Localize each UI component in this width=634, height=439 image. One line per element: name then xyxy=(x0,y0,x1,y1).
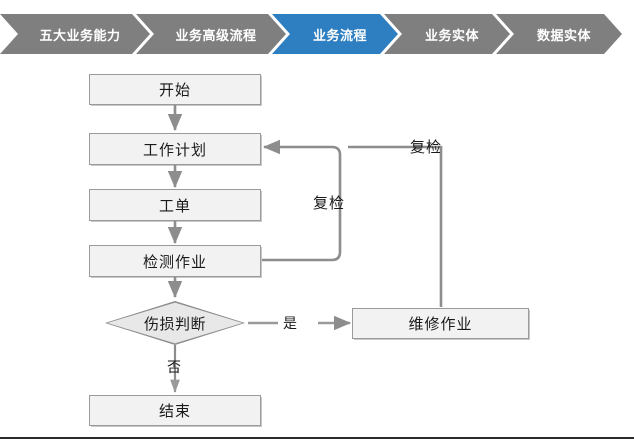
node-decision-label: 伤损判断 xyxy=(143,314,206,333)
node-workplan[interactable]: 工作计划 xyxy=(89,133,262,166)
breadcrumb-item-4[interactable]: 业务实体 xyxy=(384,14,510,54)
node-decision[interactable]: 伤损判断 xyxy=(105,301,245,345)
edge-inspection-recheck-to-workplan xyxy=(262,139,342,262)
breadcrumb-item-4-label: 业务实体 xyxy=(424,28,479,44)
breadcrumb-item-3[interactable]: 业务流程 xyxy=(272,14,398,54)
node-end-label: 结束 xyxy=(158,402,191,420)
node-repair[interactable]: 维修作业 xyxy=(352,308,530,340)
node-end[interactable]: 结束 xyxy=(89,395,262,427)
breadcrumb-item-5-label: 数据实体 xyxy=(536,28,591,44)
breadcrumb-item-3-label: 业务流程 xyxy=(312,28,367,44)
node-workplan-label: 工作计划 xyxy=(142,140,207,159)
edge-label-yes: 是 xyxy=(283,316,298,332)
node-inspection-label: 检测作业 xyxy=(142,252,207,271)
edge-label-no: 否 xyxy=(167,360,182,376)
node-inspection[interactable]: 检测作业 xyxy=(89,245,262,278)
edge-label-recheck-inner: 复检 xyxy=(313,194,346,212)
node-start[interactable]: 开始 xyxy=(89,74,262,106)
edge-label-recheck-outer: 复检 xyxy=(410,138,443,156)
breadcrumb: 五大业务能力 业务高级流程 业务流程 业务实体 数据实体 xyxy=(0,14,634,54)
node-repair-label: 维修作业 xyxy=(408,315,473,333)
edge-repair-recheck-to-workplan xyxy=(348,145,443,307)
breadcrumb-item-5[interactable]: 数据实体 xyxy=(496,14,622,54)
node-start-label: 开始 xyxy=(158,81,191,99)
breadcrumb-item-1-label: 五大业务能力 xyxy=(39,28,121,44)
node-workorder[interactable]: 工单 xyxy=(89,189,262,222)
breadcrumb-item-2[interactable]: 业务高级流程 xyxy=(136,14,286,54)
node-workorder-label: 工单 xyxy=(158,196,191,215)
breadcrumb-item-1[interactable]: 五大业务能力 xyxy=(0,14,150,54)
breadcrumb-item-2-label: 业务高级流程 xyxy=(175,28,257,44)
